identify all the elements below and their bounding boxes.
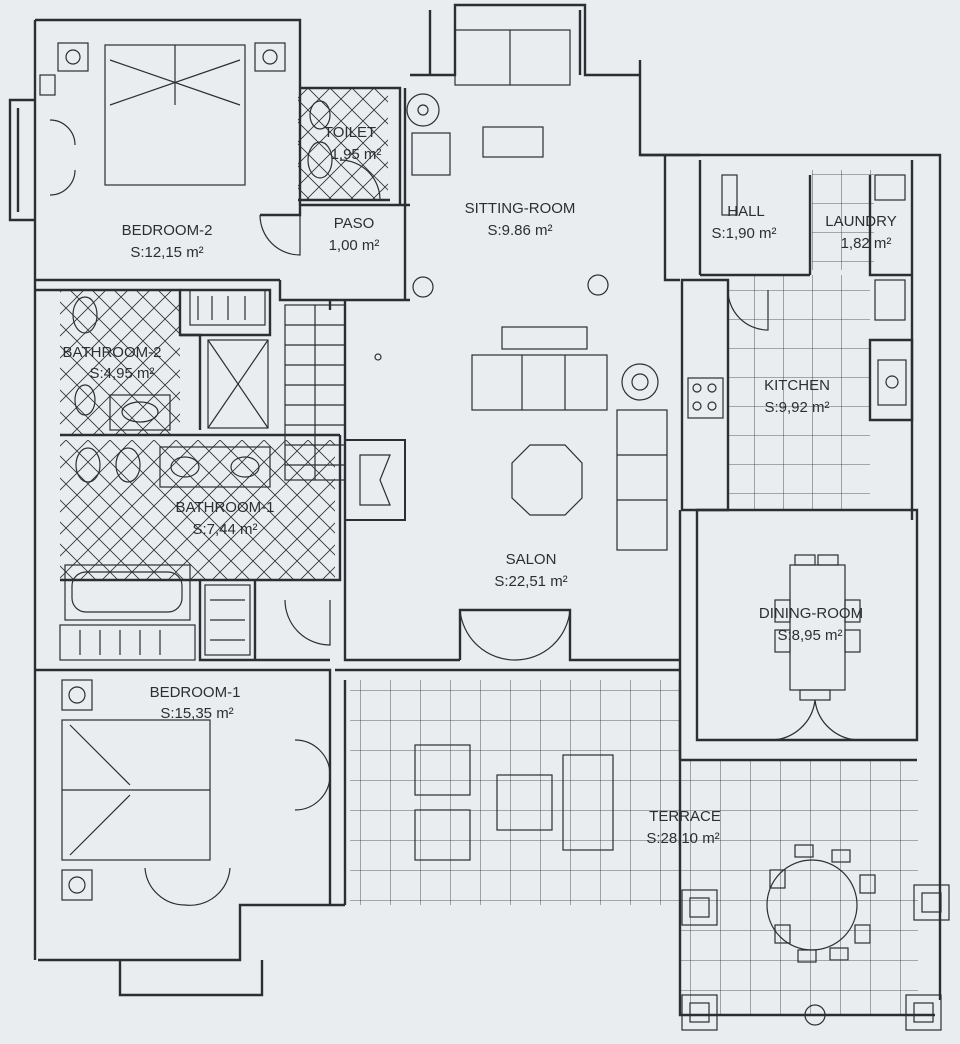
door-bathroom1: [284, 599, 331, 646]
dining-room-name: DINING-ROOM: [759, 605, 863, 622]
laundry-name: LAUNDRY: [825, 213, 896, 230]
door-bedroom1-terrace: [294, 739, 331, 811]
paso-name: PASO: [334, 215, 375, 232]
toilet-tiles: [298, 88, 388, 200]
sitting-room-name: SITTING-ROOM: [465, 200, 576, 217]
floor-tiles: [60, 88, 918, 1015]
doors: [49, 119, 861, 906]
door-salon: [459, 609, 571, 661]
terrace-east-tiles: [680, 760, 918, 1015]
bathroom2-area: S:4,95 m²: [89, 365, 154, 382]
bathtub: [64, 564, 191, 621]
bathroom1-area: S:7,44 m²: [192, 521, 257, 538]
door-bedroom1: [144, 867, 231, 906]
laundry-area: 1,82 m²: [841, 235, 892, 252]
paso-area: 1,00 m²: [329, 237, 380, 254]
sitting-room-area: S:9.86 m²: [487, 222, 552, 239]
bedroom2-area: S:12,15 m²: [130, 244, 203, 261]
kitchen-area: S:9,92 m²: [764, 399, 829, 416]
salon-area: S:22,51 m²: [494, 573, 567, 590]
hall-area: S:1,90 m²: [711, 225, 776, 242]
bedroom2-name: BEDROOM-2: [122, 222, 213, 239]
door-hall: [727, 289, 769, 331]
salon-name: SALON: [506, 551, 557, 568]
bedroom1-name: BEDROOM-1: [150, 684, 241, 701]
door-toilet: [339, 159, 381, 201]
toilet-name: TOILET: [324, 124, 376, 141]
door-bedroom2: [259, 214, 301, 256]
room-labels: BEDROOM-2 S:12,15 m² TOILET 1,95 m² PASO…: [63, 124, 897, 847]
dining-room-area: S:8,95 m²: [777, 627, 842, 644]
coffee-table: [511, 444, 583, 516]
staircase: [284, 304, 406, 521]
terrace-name: TERRACE: [649, 808, 721, 825]
door-left-balcony: [49, 119, 76, 196]
terrace-area: S:28,10 m²: [646, 830, 719, 847]
laundry-tiles: [812, 170, 874, 270]
terrace-tiles: [350, 680, 680, 905]
hall-name: HALL: [727, 203, 765, 220]
furniture: [39, 29, 950, 1031]
bathroom2-name: BATHROOM-2: [63, 344, 162, 361]
bathroom1-name: BATHROOM-1: [176, 499, 275, 516]
bathroom2-tiles: [60, 290, 180, 435]
kitchen-tiles: [728, 275, 870, 510]
toilet-area: 1,95 m²: [331, 146, 382, 163]
kitchen-name: KITCHEN: [764, 377, 830, 394]
door-dining: [769, 699, 861, 741]
bedroom1-area: S:15,35 m²: [160, 705, 233, 722]
